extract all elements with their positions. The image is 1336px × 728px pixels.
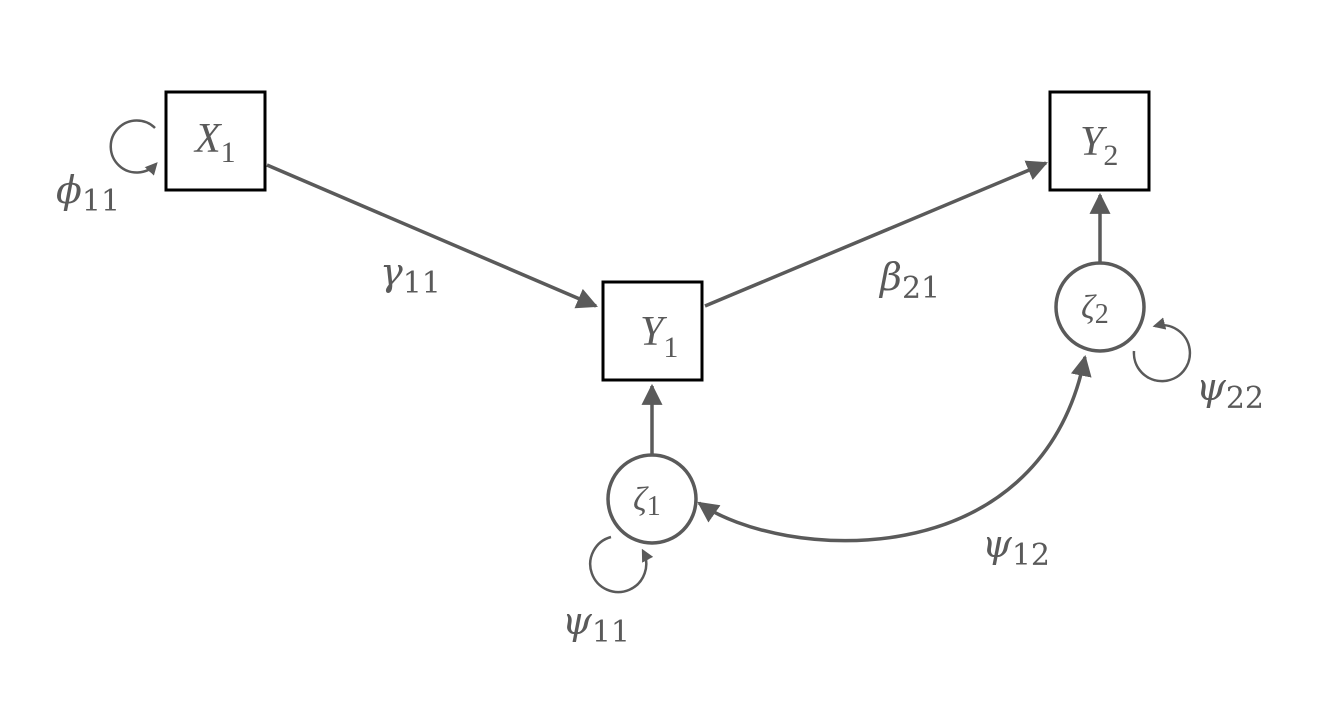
variance-loop-x1 [109, 119, 158, 176]
node-zeta1-label: ζ1 [633, 481, 661, 522]
label-gamma11: γ11 [380, 250, 441, 301]
variance-loop-zeta1 [589, 535, 654, 594]
node-y1-label: Y1 [640, 309, 678, 364]
path-zeta1-zeta2-covariance [697, 354, 1092, 543]
node-zeta1 [606, 453, 698, 545]
label-psi22: ψ22 [1196, 365, 1264, 416]
node-zeta2 [1054, 261, 1146, 353]
path-x1-y1 [266, 163, 598, 309]
label-psi12: ψ12 [982, 522, 1050, 573]
label-beta21: β21 [878, 255, 940, 306]
node-x1 [164, 90, 267, 192]
node-x1-label: X1 [193, 116, 236, 169]
node-zeta2-label: ζ2 [1081, 289, 1109, 330]
node-y1 [601, 280, 704, 382]
variance-loop-zeta2 [1132, 317, 1192, 383]
node-y2-label: Y2 [1080, 119, 1118, 172]
path-y1-y2 [704, 160, 1048, 308]
label-phi11: ϕ11 [56, 168, 120, 219]
node-y2 [1048, 90, 1151, 192]
label-psi11: ψ11 [562, 599, 630, 650]
